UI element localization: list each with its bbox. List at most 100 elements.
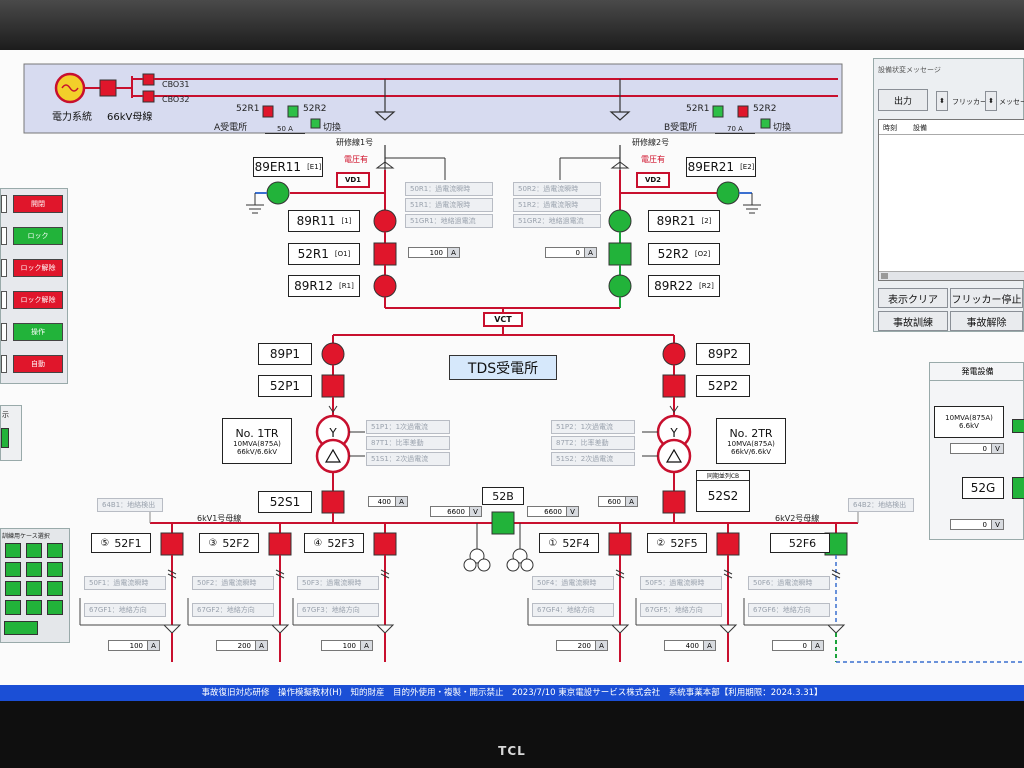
control-1-button[interactable]: 開閉 — [13, 195, 63, 213]
tie-52b-box[interactable]: 52B — [482, 487, 524, 505]
b-station-name: B受電所 — [664, 123, 698, 133]
monitor-bezel — [0, 701, 1024, 768]
feeder-52f5-icon[interactable] — [716, 532, 740, 556]
control-6-button[interactable]: 自動 — [13, 355, 63, 373]
flicker-spin-button[interactable]: ⬍ — [936, 91, 948, 111]
tr2-52s2-box[interactable]: 同期並列CB 52S2 — [696, 470, 750, 512]
control-2-selector[interactable] — [1, 227, 7, 245]
control-2-button[interactable]: ロック — [13, 227, 63, 245]
feeder2-89r22-box[interactable]: 89R22[R2] — [648, 275, 720, 297]
tr1-52s1-box[interactable]: 52S1 — [258, 491, 312, 513]
training-case-key[interactable] — [5, 600, 21, 615]
generator-panel-title: 発電設備 — [930, 363, 1024, 381]
feeder-52f3-icon[interactable] — [373, 532, 397, 556]
feeder-6-cb-box[interactable]: 52F6 — [770, 533, 830, 553]
left-mini-indicator[interactable] — [1, 428, 9, 448]
output-button[interactable]: 出力 — [878, 89, 928, 111]
feeder-52f2-icon[interactable] — [268, 532, 292, 556]
feeder1-89r12-box[interactable]: 89R12[R1] — [288, 275, 360, 297]
control-4-button[interactable]: ロック解除 — [13, 291, 63, 309]
feeder-3-relay-1: 50F3：過電流瞬時 — [297, 576, 379, 590]
feeder-5-relay-2: 67GF5：地絡方向 — [640, 603, 722, 617]
feeder2-relay-3: 51GR2：地絡過電流 — [513, 214, 601, 228]
control-6-selector[interactable] — [1, 355, 7, 373]
training-case-key[interactable] — [26, 581, 42, 596]
feeder1-relay-1: 50R1：過電流瞬時 — [405, 182, 493, 196]
control-3-selector[interactable] — [1, 259, 7, 277]
b-52r2-icon[interactable] — [737, 105, 749, 118]
bus1-ground-detect: 64B1：地絡検出 — [97, 498, 163, 512]
control-5-button[interactable]: 操作 — [13, 323, 63, 341]
feeder2-89er21-box[interactable]: 89ER21[E2] — [686, 157, 756, 177]
flicker-label: フリッカー — [952, 98, 987, 106]
feeder1-89r11-box[interactable]: 89R11[1] — [288, 210, 360, 232]
status-bar: 事故復旧対応研修 操作模擬教材(H) 知的財産 目的外使用・複製・開示禁止 20… — [0, 685, 1024, 701]
svg-text:Y: Y — [328, 426, 337, 440]
message-spin-button[interactable]: ⬍ — [985, 91, 997, 111]
tr2-52p2-box[interactable]: 52P2 — [696, 375, 750, 397]
message-list-scrollbar[interactable] — [879, 271, 1024, 280]
training-case-key[interactable] — [26, 600, 42, 615]
b-52r1-icon[interactable] — [712, 105, 724, 118]
col-time-header: 時刻 — [883, 124, 897, 132]
tr1-52p1-box[interactable]: 52P1 — [258, 375, 312, 397]
tr1-89p1-box[interactable]: 89P1 — [258, 343, 312, 365]
feeder-2-relay-1: 50F2：過電流瞬時 — [192, 576, 274, 590]
accident-drill-button[interactable]: 事故訓練 — [878, 311, 948, 331]
bus1-pt-icon — [469, 548, 485, 564]
vct-box[interactable]: VCT — [483, 312, 523, 327]
tie-52b-icon[interactable] — [491, 511, 515, 535]
training-case-key[interactable] — [47, 543, 63, 558]
feeder1-relay-3: 51GR1：地絡過電流 — [405, 214, 493, 228]
flicker-stop-button[interactable]: フリッカー停止 — [950, 288, 1023, 308]
training-case-key[interactable] — [26, 543, 42, 558]
cb032-label: CBO32 — [162, 95, 190, 104]
training-case-key[interactable] — [47, 581, 63, 596]
feeder2-vd-box[interactable]: VD2 — [636, 172, 670, 188]
training-case-key[interactable] — [5, 581, 21, 596]
generator-52g-icon[interactable] — [1012, 477, 1024, 499]
message-panel-title: 設備状変メッセージ — [878, 66, 941, 74]
a-switch-icon[interactable] — [310, 118, 321, 129]
training-case-key[interactable] — [47, 600, 63, 615]
training-case-key[interactable] — [5, 543, 21, 558]
training-case-key[interactable] — [5, 562, 21, 577]
feeder2-89r21-box[interactable]: 89R21[2] — [648, 210, 720, 232]
control-5-selector[interactable] — [1, 323, 7, 341]
a-52r2-icon[interactable] — [287, 105, 299, 118]
feeder2-52r2-box[interactable]: 52R2[O2] — [648, 243, 720, 265]
a-station-reading: 50 A — [265, 125, 305, 134]
feeder-52f1-icon[interactable] — [160, 532, 184, 556]
control-4-selector[interactable] — [1, 291, 7, 309]
bus-region-background — [23, 63, 843, 134]
clear-display-button[interactable]: 表示クリア — [878, 288, 948, 308]
feeder-52f4-icon[interactable] — [608, 532, 632, 556]
b-switch-icon[interactable] — [760, 118, 771, 129]
tr2-relay-1: 51P2：1次過電流 — [551, 420, 635, 434]
feeder1-52r1-box[interactable]: 52R1[O1] — [288, 243, 360, 265]
generator-52g-box[interactable]: 52G — [962, 477, 1004, 499]
col-equipment-header: 設備 — [913, 124, 927, 132]
control-3-button[interactable]: ロック解除 — [13, 259, 63, 277]
tr2-89p2-box[interactable]: 89P2 — [696, 343, 750, 365]
generator-status-icon[interactable] — [1012, 419, 1024, 433]
training-case-key[interactable] — [26, 562, 42, 577]
control-1-selector[interactable] — [1, 195, 7, 213]
feeder1-89er11-box[interactable]: 89ER11[E1] — [253, 157, 323, 177]
message-list[interactable]: 時刻 設備 — [878, 119, 1024, 281]
feeder1-vd-box[interactable]: VD1 — [336, 172, 370, 188]
accident-release-button[interactable]: 事故解除 — [950, 311, 1023, 331]
training-case-confirm-button[interactable] — [4, 621, 38, 635]
a-52r1-icon[interactable] — [262, 105, 274, 118]
training-case-key[interactable] — [47, 562, 63, 577]
